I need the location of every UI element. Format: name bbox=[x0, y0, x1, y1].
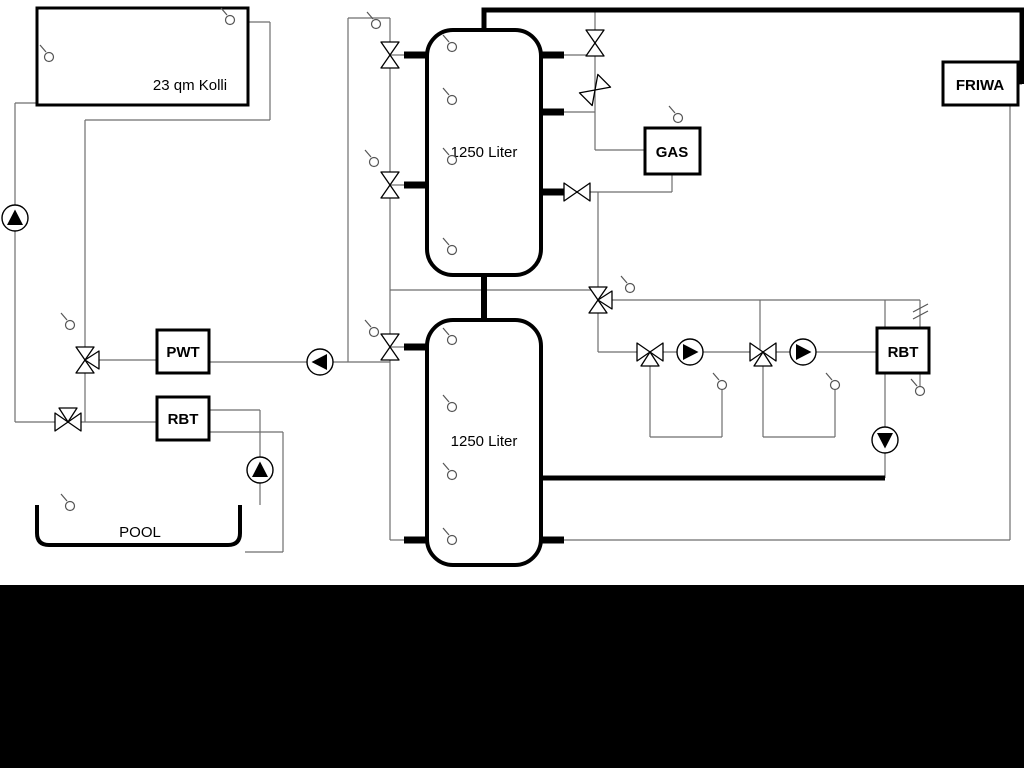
pwt-heat-exchanger: PWT bbox=[155, 328, 211, 375]
friwa-label: FRIWA bbox=[956, 77, 1004, 94]
buffer-tank-bottom: 1250 Liter bbox=[425, 318, 543, 567]
pool-basin: POOL bbox=[35, 505, 242, 547]
tank-port-stubs bbox=[404, 51, 564, 544]
rbt-right-sensor-icon bbox=[910, 378, 926, 397]
header-shutoff-valve-icon bbox=[585, 29, 605, 57]
charge-line-bottom-sensor-icon bbox=[364, 319, 380, 338]
pool-pump-icon bbox=[246, 456, 274, 484]
pipe-break-marks bbox=[912, 303, 929, 320]
buffer-tank-top-label: 1250 Liter bbox=[451, 144, 518, 161]
heating-circuit-2-sensor-icon bbox=[825, 372, 841, 391]
solar-pump-icon bbox=[1, 204, 29, 232]
gas-boiler: GAS bbox=[643, 126, 702, 176]
hydraulic-schematic: 23 qm Kolli 1250 Liter 1250 Liter PWT RB… bbox=[0, 0, 1024, 585]
heating-circuit-1-sensor-icon bbox=[712, 372, 728, 391]
heating-circuit-2-pump-icon bbox=[789, 338, 817, 366]
supply-header-sensor-icon bbox=[620, 275, 636, 294]
charge-line-mid-sensor-icon bbox=[364, 149, 380, 168]
letterbox-bottom bbox=[0, 585, 1024, 768]
solar-collector: 23 qm Kolli bbox=[35, 6, 250, 107]
charge-line-top-sensor-icon bbox=[366, 11, 382, 30]
pool-sensor-icon bbox=[60, 493, 76, 512]
rbt-pool-heat-exchanger: RBT bbox=[155, 395, 211, 442]
pool-label: POOL bbox=[119, 524, 161, 541]
heating-circuit-1-pump-icon bbox=[676, 338, 704, 366]
rbt-right-label: RBT bbox=[888, 344, 919, 361]
rbt-right-heat-exchanger: RBT bbox=[875, 326, 931, 375]
pwt-tank-charge-pump-icon bbox=[306, 348, 334, 376]
boiler-sensor-icon bbox=[668, 105, 684, 124]
buffer-tank-bottom-label: 1250 Liter bbox=[451, 433, 518, 450]
rbt-return-pump-icon bbox=[871, 426, 899, 454]
pwt-inlet-sensor-icon bbox=[60, 312, 76, 331]
buffer-tank-top: 1250 Liter bbox=[425, 28, 543, 277]
boiler-return-valve-icon bbox=[563, 182, 591, 202]
collector-label: 23 qm Kolli bbox=[153, 77, 227, 94]
rbt-pool-label: RBT bbox=[168, 411, 199, 428]
pwt-label: PWT bbox=[166, 344, 199, 361]
friwa-station: FRIWA bbox=[941, 60, 1020, 107]
thick-pipes bbox=[404, 7, 1024, 544]
gas-label: GAS bbox=[656, 144, 689, 161]
